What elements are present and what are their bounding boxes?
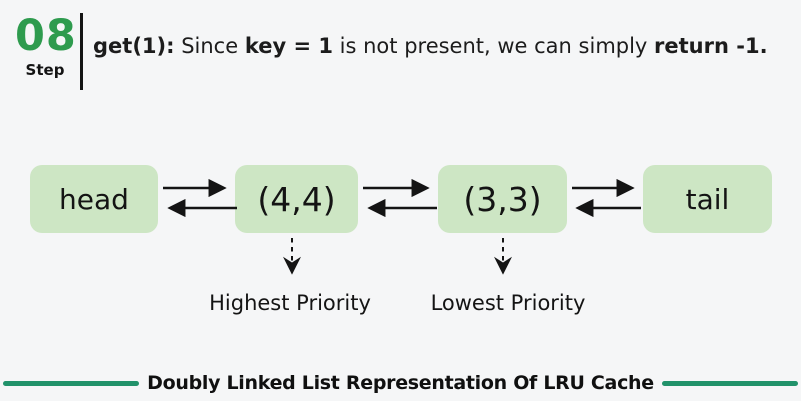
caption-rule-right <box>661 380 798 386</box>
caption-text: Doubly Linked List Representation Of LRU… <box>147 372 654 394</box>
step-badge: 08 Step <box>15 11 77 80</box>
caption-rule-left <box>3 380 140 386</box>
title-segment-text2: is not present, we can simply <box>333 34 655 58</box>
step-label: Step <box>25 61 65 80</box>
header-divider <box>80 13 83 90</box>
node-head: head <box>30 165 158 233</box>
title-segment-call: get(1): <box>93 34 175 58</box>
node-4-4: (4,4) <box>235 165 358 233</box>
step-number: 08 <box>15 11 77 61</box>
caption-bar: Doubly Linked List Representation Of LRU… <box>0 372 801 394</box>
title-segment-text1: Since <box>174 34 245 58</box>
step-description: get(1): Since key = 1 is not present, we… <box>93 14 768 78</box>
node-tail: tail <box>643 165 772 233</box>
title-segment-key: key = 1 <box>244 34 333 58</box>
node-3-3: (3,3) <box>438 165 567 233</box>
title-segment-return: return -1. <box>654 34 768 58</box>
label-highest-priority: Highest Priority <box>209 291 371 315</box>
label-lowest-priority: Lowest Priority <box>430 291 586 315</box>
